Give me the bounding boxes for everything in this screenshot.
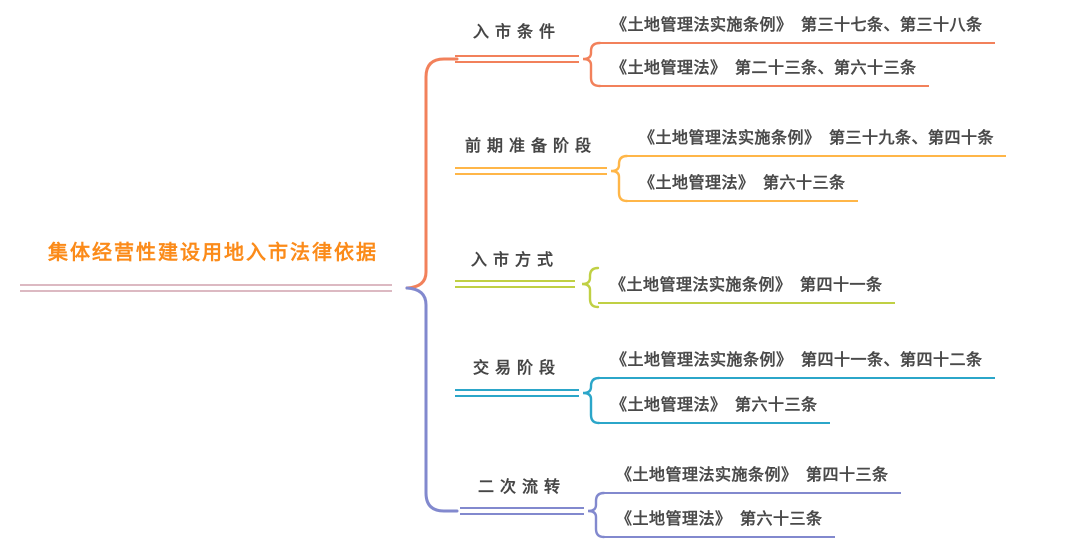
branch-1-underline: [455, 55, 579, 63]
branch-5-brace: [587, 491, 606, 539]
branch-4-underline: [455, 389, 579, 397]
branch-2-leaf-1[interactable]: 《土地管理法实施条例》 第三十九条、第四十条: [627, 128, 1007, 157]
branch-1-leaf-1[interactable]: 《土地管理法实施条例》 第三十七条、第三十八条: [599, 15, 995, 44]
branch-5-label[interactable]: 二次流转: [477, 479, 566, 496]
branch-2-brace: [610, 154, 629, 203]
branch-5-leaf-1[interactable]: 《土地管理法实施条例》 第四十三条: [604, 465, 901, 494]
main-brace-upper: [405, 57, 459, 290]
main-brace-lower: [405, 286, 459, 513]
branch-5-underline: [460, 507, 584, 515]
root-node-underline: [20, 284, 392, 292]
branch-2-leaf-2[interactable]: 《土地管理法》 第六十三条: [627, 173, 858, 202]
branch-4-label[interactable]: 交易阶段: [472, 360, 561, 377]
branch-4-leaf-2[interactable]: 《土地管理法》 第六十三条: [599, 395, 830, 424]
branch-1-label[interactable]: 入市条件: [472, 24, 561, 41]
branch-3-brace: [581, 266, 600, 309]
branch-3-underline: [455, 280, 575, 288]
branch-3-label[interactable]: 入市方式: [470, 252, 559, 269]
branch-1-brace: [582, 41, 602, 88]
root-node-label[interactable]: 集体经营性建设用地入市法律依据: [48, 242, 378, 264]
branch-2-underline: [455, 167, 607, 175]
branch-5-leaf-2[interactable]: 《土地管理法》 第六十三条: [604, 509, 835, 538]
branch-3-leaf-1[interactable]: 《土地管理法实施条例》 第四十一条: [598, 275, 895, 304]
branch-4-leaf-1[interactable]: 《土地管理法实施条例》 第四十一条、第四十二条: [599, 350, 995, 379]
branch-2-label[interactable]: 前期准备阶段: [464, 138, 597, 155]
branch-4-brace: [582, 376, 601, 425]
branch-1-leaf-2[interactable]: 《土地管理法》 第二十三条、第六十三条: [599, 58, 929, 87]
